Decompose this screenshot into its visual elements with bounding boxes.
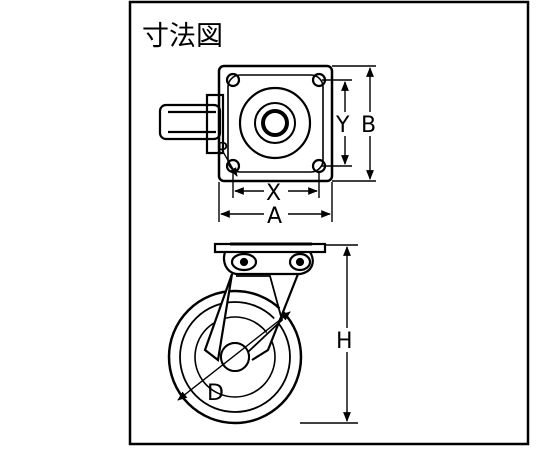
top-view [158, 64, 334, 183]
label-d: D [207, 381, 224, 406]
outer-border [128, 0, 530, 446]
fork-leg-right [251, 273, 300, 361]
side-view [167, 242, 327, 425]
swivel-head [222, 251, 314, 276]
swivel-ring-outer [238, 86, 312, 160]
swivel-bearing-left [230, 252, 258, 272]
bolt-hole-top-left [225, 72, 241, 88]
dimension-d [177, 311, 291, 401]
kingpin-hub [261, 109, 289, 137]
fork-body [236, 275, 284, 353]
top-plate [217, 64, 334, 183]
swivel-bearing-right [288, 252, 312, 272]
label-b: B [361, 113, 376, 138]
diagram-title: 寸法図 [142, 21, 223, 52]
label-y: Y [335, 113, 350, 138]
top-plate-inner [227, 74, 324, 173]
brake-lever-top [158, 93, 225, 155]
label-a: A [267, 204, 282, 229]
label-h: H [336, 329, 353, 354]
dimension-h [300, 244, 358, 424]
wheel-tread-outer [167, 289, 303, 425]
label-p: P [217, 139, 228, 160]
swivel-ring-mid [254, 102, 296, 144]
dimension-x-a [218, 172, 333, 222]
dimension-y-b [322, 65, 376, 182]
label-x: X [266, 181, 281, 206]
leader-p [221, 149, 238, 177]
